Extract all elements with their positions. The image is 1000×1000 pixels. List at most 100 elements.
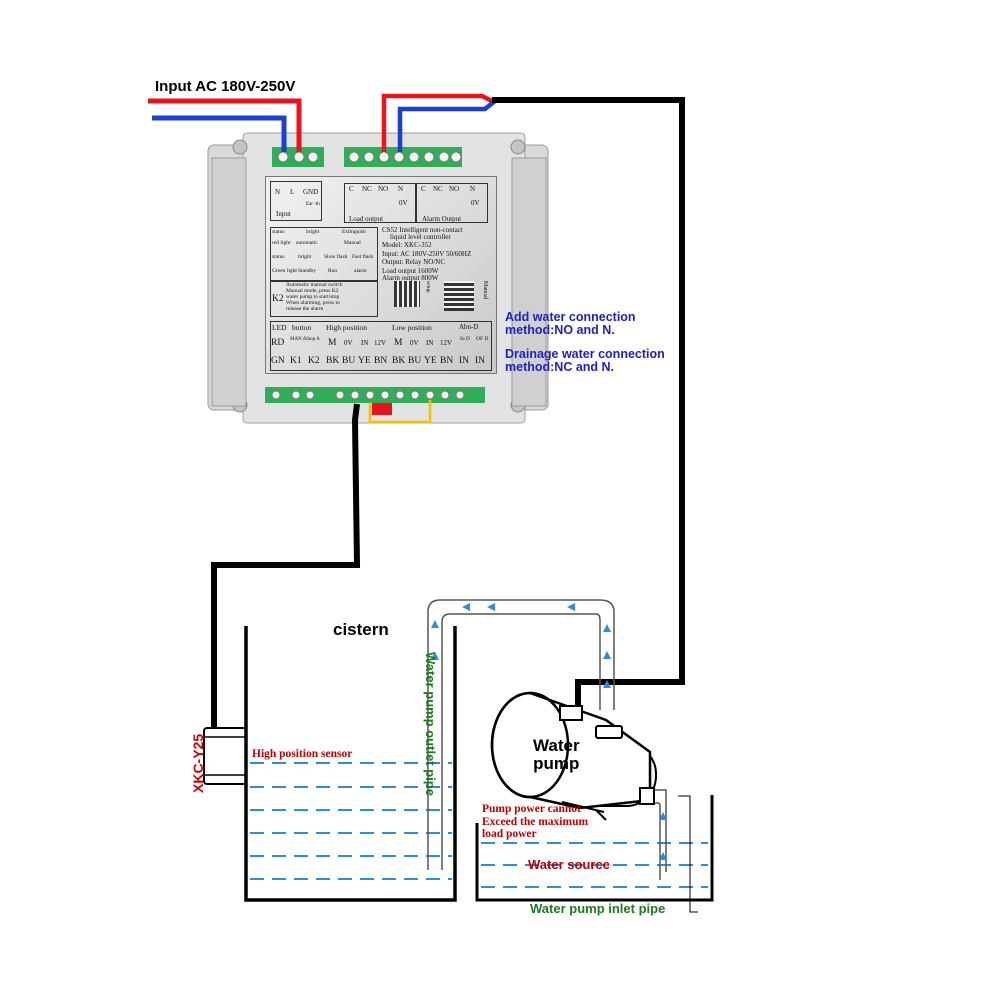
load-output-block (344, 183, 416, 223)
bottom-terminal-strip (265, 387, 485, 415)
status-table (270, 227, 378, 281)
load-col-no: NO (378, 185, 389, 193)
k2-line-3: water pump to start/stop (286, 294, 340, 300)
water-pump-label: Water pump (533, 737, 580, 773)
cistern-label: cistern (333, 620, 389, 639)
k2-block (270, 281, 378, 317)
row-top-10: 12V (440, 339, 453, 347)
water-source-label: Water source (528, 857, 610, 872)
group-abn-d: Abn-D (459, 323, 479, 331)
inlet-pipe-label: Water pump inlet pipe (530, 901, 666, 916)
model-line-7: Alarm output 800W (382, 274, 439, 282)
earth-label: Ear -th (306, 202, 320, 207)
status-r4-c4: alarm (354, 268, 367, 274)
status-r1-c2: bright (306, 229, 320, 235)
row-bottom-10: BN (440, 356, 454, 366)
status-r3-c3: Slow flash (324, 254, 348, 260)
sensor-body (203, 727, 247, 785)
input-col-l: L (290, 188, 295, 196)
status-r3-c4: Fast flash (352, 254, 374, 260)
row-top-4: 0V (344, 339, 353, 347)
row-bottom-12: IN (475, 356, 486, 366)
cistern-tank (244, 626, 457, 902)
row-top-3: M (328, 338, 337, 348)
input-ac-label: Input AC 180V-250V (155, 78, 296, 95)
row-bottom-0: GN (271, 356, 285, 366)
alarm-col-n: N (470, 185, 476, 193)
alarm-ov: 0V (471, 199, 480, 207)
k2-line-5: release the alarm (286, 306, 324, 312)
pump-power-line-1: Pump power cannot (482, 803, 581, 815)
add-water-note-line-1: Add water connection (505, 310, 636, 324)
status-r3-c1: status (272, 254, 285, 260)
load-col-n: N (398, 185, 404, 193)
qr-code-manual (444, 281, 474, 311)
controller-label-panel: N L GND Ear -th Input C NC NO N 0V Load … (265, 176, 497, 374)
qr-manual-label: Manual (482, 281, 488, 300)
row-top-1: MAN A (290, 337, 307, 342)
load-col-c: C (349, 185, 354, 193)
status-r2-c3: Manual (344, 240, 361, 246)
group-low-position: Low position (392, 323, 432, 332)
model-line-1: CS52 Intelligent non-contact (382, 226, 463, 234)
pump-live-wire (381, 93, 494, 152)
sensor-cable (211, 403, 361, 735)
qr-setup-label: setup (425, 281, 431, 293)
water-pump (490, 691, 657, 821)
outlet-pipe (427, 599, 615, 870)
row-top-6: 12V (374, 339, 387, 347)
row-top-11: In D (460, 336, 470, 342)
water-pump-label-line-1: Water (533, 736, 580, 755)
water-source-tank (475, 795, 714, 902)
row-bottom-5: YE (358, 356, 371, 366)
row-bottom-8: BU (408, 356, 422, 366)
status-r1-c3: Extinguish (342, 229, 366, 235)
status-r2-c1: red light (272, 240, 291, 246)
row-bottom-3: BK (326, 356, 340, 366)
status-r4-c1: Green light (272, 268, 297, 274)
status-r4-c3: Run (328, 268, 338, 274)
status-r2-c2: automatic (296, 240, 318, 246)
pump-neutral-wire (397, 99, 497, 152)
model-line-4: Input: AC 180V-250V 50/60HZ (382, 250, 472, 258)
model-line-3: Model: XKC-352 (382, 241, 432, 249)
row-top-7: M (394, 338, 403, 348)
alarm-output-caption: Alarm Output (422, 215, 462, 223)
load-col-nc: NC (362, 185, 372, 193)
load-ov: 0V (399, 199, 408, 207)
alarm-col-c: C (421, 185, 426, 193)
pump-power-line-2: Exceed the maximum (482, 815, 589, 828)
alarm-col-no: NO (449, 185, 460, 193)
high-position-sensor-label: High position sensor (252, 748, 353, 760)
input-block (270, 181, 322, 221)
input-col-gnd: GND (303, 188, 319, 196)
row-top-0: RD (271, 338, 285, 348)
input-caption: Input (276, 210, 291, 218)
sensor-yellow-wire (368, 400, 432, 424)
pump-power-warning: Pump power cannot Exceed the maximum loa… (482, 803, 588, 841)
input-col-n: N (275, 188, 281, 196)
row-bottom-2: K2 (308, 356, 320, 366)
model-line-5: Output: Relay NO/NC (382, 258, 445, 266)
row-top-5: IN (361, 339, 369, 347)
row-bottom-6: BN (374, 356, 388, 366)
input-neutral-wire (152, 115, 287, 152)
row-top-8: 0V (410, 339, 419, 347)
load-output-caption: Load output (349, 215, 384, 223)
drain-water-note-line-1: Drainage water connection (505, 347, 665, 361)
add-water-note-line-2: method:NO and N. (505, 323, 615, 337)
sensor-model-label: XKC-Y25 (190, 733, 206, 793)
water-pump-label-line-2: pump (533, 753, 580, 773)
row-bottom-7: BK (392, 356, 406, 366)
status-r1-c1: status (272, 229, 285, 235)
pump-power-line-3: load power (482, 828, 537, 841)
drain-water-note-line-2: method:NC and N. (505, 360, 615, 374)
pump-power-cable (492, 97, 685, 705)
inlet-pipe-callout (678, 795, 698, 913)
input-live-wire (148, 98, 302, 152)
model-line-2: liquid level controller (390, 233, 451, 241)
status-r3-c2: bright (298, 254, 312, 260)
k2-line-4: When alarming, press to (286, 300, 340, 306)
k2-line-1: Automatic manual switch (286, 282, 343, 288)
group-button: button (292, 323, 312, 332)
